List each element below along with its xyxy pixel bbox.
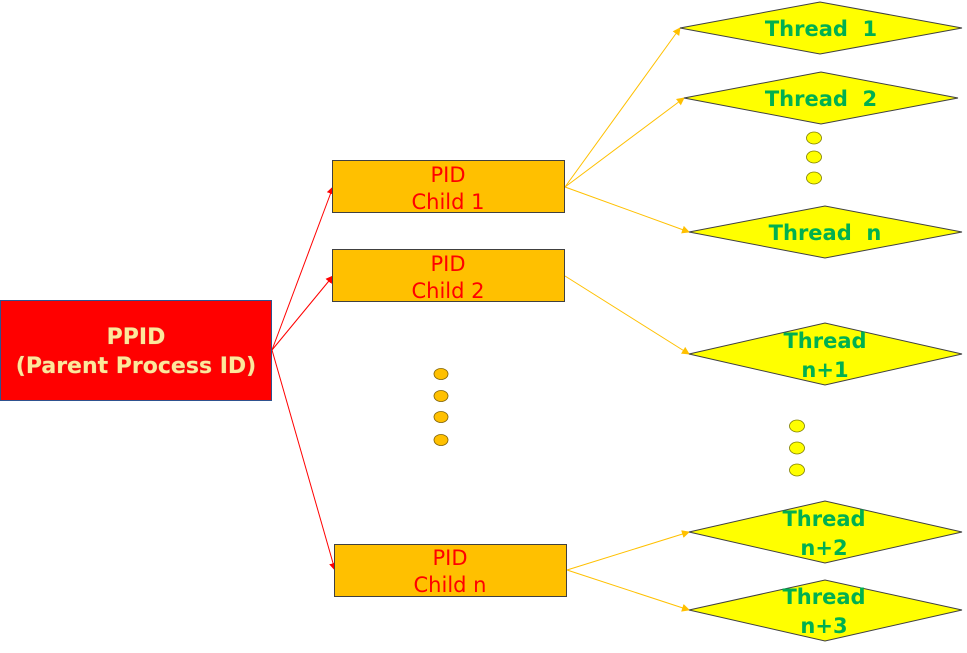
arrow-child-1-to-thread-2 (564, 97, 685, 188)
ellipsis-dot (806, 131, 822, 145)
ellipsis-dot (806, 171, 822, 185)
parent-process-box (0, 300, 272, 401)
arrow-child-n-to-thread-n3 (566, 569, 690, 612)
child-process-box (332, 249, 565, 302)
thread-label-line2: n+2 (800, 536, 847, 560)
thread-label: Thread 1 (765, 17, 877, 41)
child-process-label-line2: Child 1 (411, 190, 484, 214)
child-process-node-1: PID Child 1 (332, 160, 565, 214)
child-process-node-n: PID Child n (334, 544, 567, 597)
arrow-parent-to-child-1 (271, 186, 335, 351)
child-process-label-line1: PID (430, 163, 465, 187)
child-process-label-line2: Child n (414, 573, 487, 597)
child-thread-connectors (564, 27, 690, 612)
thread-ellipsis-dots-lower (789, 419, 805, 477)
thread-label-line1: Thread (783, 329, 866, 353)
thread-label-line2: n+1 (801, 358, 848, 382)
child-process-label-line2: Child 2 (411, 279, 484, 303)
child-process-box (332, 160, 565, 213)
thread-label: Thread 2 (765, 87, 877, 111)
child-process-box (334, 544, 567, 597)
thread-ellipsis-dots-upper (806, 131, 822, 185)
thread-node-n: Thread n (688, 205, 963, 259)
arrow-child-1-to-thread-n (564, 186, 690, 234)
ellipsis-dot (433, 411, 449, 423)
ellipsis-dot (433, 434, 449, 446)
child-ellipsis-dots (433, 368, 449, 446)
thread-diamond (683, 71, 959, 125)
parent-child-connectors (271, 186, 337, 571)
arrow-parent-to-child-2 (271, 275, 334, 351)
ellipsis-dot (789, 441, 805, 455)
ellipsis-dot (789, 463, 805, 477)
child-process-node-2: PID Child 2 (332, 249, 565, 303)
thread-node-n-plus-1: Thread n+1 (688, 322, 963, 386)
arrow-child-2-to-thread-n1 (564, 275, 690, 355)
parent-process-node: PPID (Parent Process ID) (0, 300, 272, 401)
thread-diamond (688, 579, 963, 642)
thread-node-n-plus-2: Thread n+2 (688, 500, 963, 564)
thread-diamond (688, 322, 963, 386)
thread-node-1: Thread 1 (679, 1, 963, 55)
arrow-child-1-to-thread-1 (564, 27, 681, 188)
thread-label-line2: n+3 (800, 614, 847, 638)
parent-process-label-line2: (Parent Process ID) (16, 354, 256, 379)
ellipsis-dot (806, 150, 822, 164)
thread-node-2: Thread 2 (683, 71, 959, 125)
thread-label-line1: Thread (782, 585, 865, 609)
thread-diamond (688, 205, 963, 259)
thread-label: Thread n (769, 221, 882, 245)
thread-diamond (688, 500, 963, 564)
child-process-label-line1: PID (430, 252, 465, 276)
child-process-label-line1: PID (432, 546, 467, 570)
parent-process-label-line1: PPID (107, 325, 166, 350)
arrow-child-n-to-thread-n2 (566, 530, 690, 571)
ellipsis-dot (433, 390, 449, 402)
thread-diamond (679, 1, 963, 55)
thread-node-n-plus-3: Thread n+3 (688, 579, 963, 642)
ellipsis-dot (433, 368, 449, 380)
thread-label-line1: Thread (782, 507, 865, 531)
arrow-parent-to-child-n (271, 349, 337, 571)
ellipsis-dot (789, 419, 805, 433)
